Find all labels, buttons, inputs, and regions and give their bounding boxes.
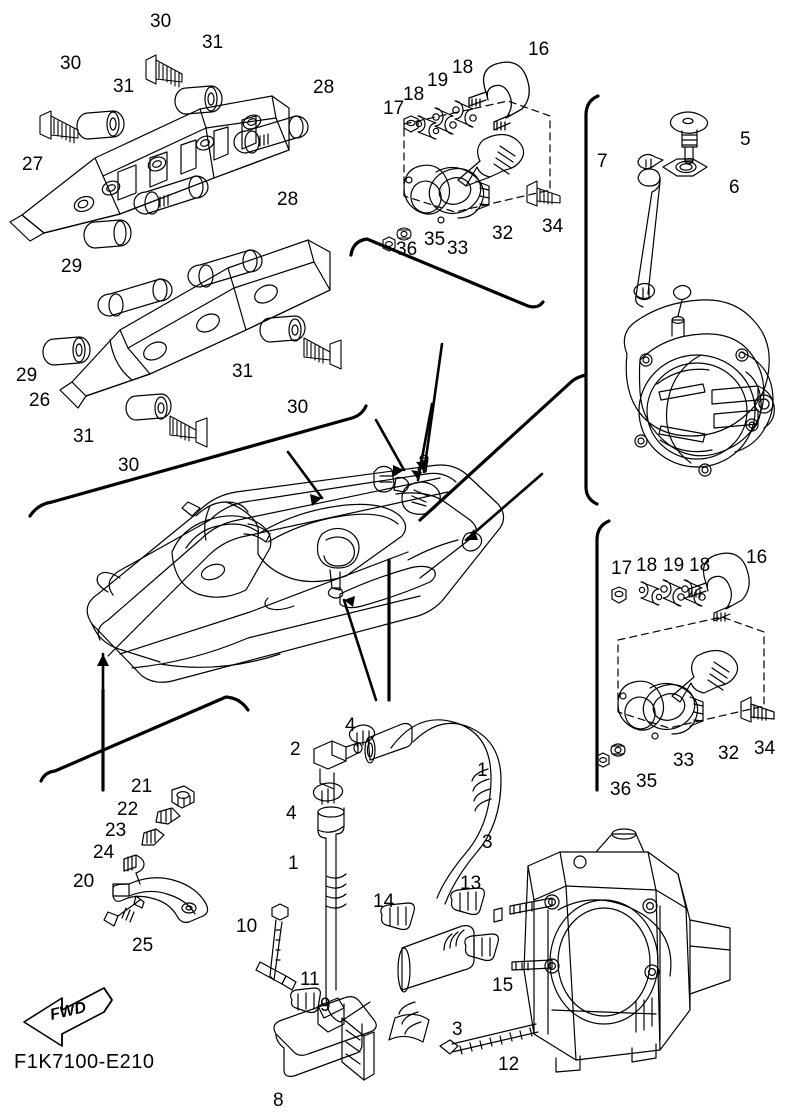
part-callout-29: 29 [16, 365, 38, 386]
part-callout-31: 31 [73, 426, 95, 447]
part-callout-11: 11 [300, 969, 320, 990]
part-callout-30: 30 [60, 53, 82, 74]
part-callout-19: 19 [663, 555, 685, 576]
part-callout-30: 30 [287, 397, 309, 418]
part-callout-20: 20 [73, 871, 95, 892]
part-callout-3: 3 [452, 1019, 463, 1040]
part-callout-29: 29 [61, 256, 83, 277]
part-callout-31: 31 [113, 76, 135, 97]
part-callout-17: 17 [611, 558, 633, 579]
part-callout-4: 4 [286, 803, 297, 824]
part-callout-18: 18 [452, 57, 474, 78]
part-callout-32: 32 [492, 223, 514, 244]
part-callout-22: 22 [117, 799, 139, 820]
part-callout-34: 34 [542, 216, 564, 237]
diagram-code-label: F1K7100-E210 [14, 1051, 155, 1073]
part-callout-15: 15 [492, 975, 514, 996]
part-callout-23: 23 [105, 820, 127, 841]
part-callout-18: 18 [403, 84, 425, 105]
part-callout-30: 30 [150, 11, 172, 32]
part-callout-35: 35 [424, 229, 446, 250]
part-callout-5: 5 [740, 129, 751, 150]
part-callout-1: 1 [288, 853, 299, 874]
part-callout-18: 18 [689, 555, 711, 576]
part-callout-36: 36 [396, 239, 418, 260]
part-callout-7: 7 [597, 151, 608, 172]
part-callout-12: 12 [498, 1054, 520, 1075]
part-callout-9: 9 [320, 995, 331, 1016]
part-callout-31: 31 [202, 32, 224, 53]
part-callout-27: 27 [22, 154, 44, 175]
part-callout-10: 10 [236, 916, 258, 937]
part-callout-1: 1 [477, 760, 488, 781]
part-callout-6: 6 [729, 177, 740, 198]
part-callout-4: 4 [345, 715, 356, 736]
part-callout-28: 28 [277, 189, 299, 210]
part-callout-13: 13 [460, 873, 482, 894]
part-callout-16: 16 [746, 547, 768, 568]
part-callout-14: 14 [373, 891, 395, 912]
part-callout-17: 17 [383, 98, 405, 119]
part-callout-34: 34 [754, 738, 776, 759]
part-callout-3: 3 [482, 832, 493, 853]
part-callout-19: 19 [427, 70, 449, 91]
part-callout-26: 26 [29, 390, 51, 411]
part-callout-33: 33 [447, 238, 469, 259]
part-callout-16: 16 [528, 39, 550, 60]
part-callout-35: 35 [636, 771, 658, 792]
part-callout-18: 18 [636, 555, 658, 576]
part-callout-33: 33 [673, 750, 695, 771]
part-callout-25: 25 [132, 935, 154, 956]
part-callout-28: 28 [313, 77, 335, 98]
part-callout-24: 24 [93, 842, 115, 863]
part-callout-21: 21 [131, 776, 153, 797]
part-callout-2: 2 [290, 739, 301, 760]
part-callout-32: 32 [718, 743, 740, 764]
part-callout-36: 36 [610, 779, 632, 800]
part-callout-31: 31 [232, 361, 254, 382]
part-callout-30: 30 [118, 455, 140, 476]
part-callout-8: 8 [273, 1090, 284, 1111]
